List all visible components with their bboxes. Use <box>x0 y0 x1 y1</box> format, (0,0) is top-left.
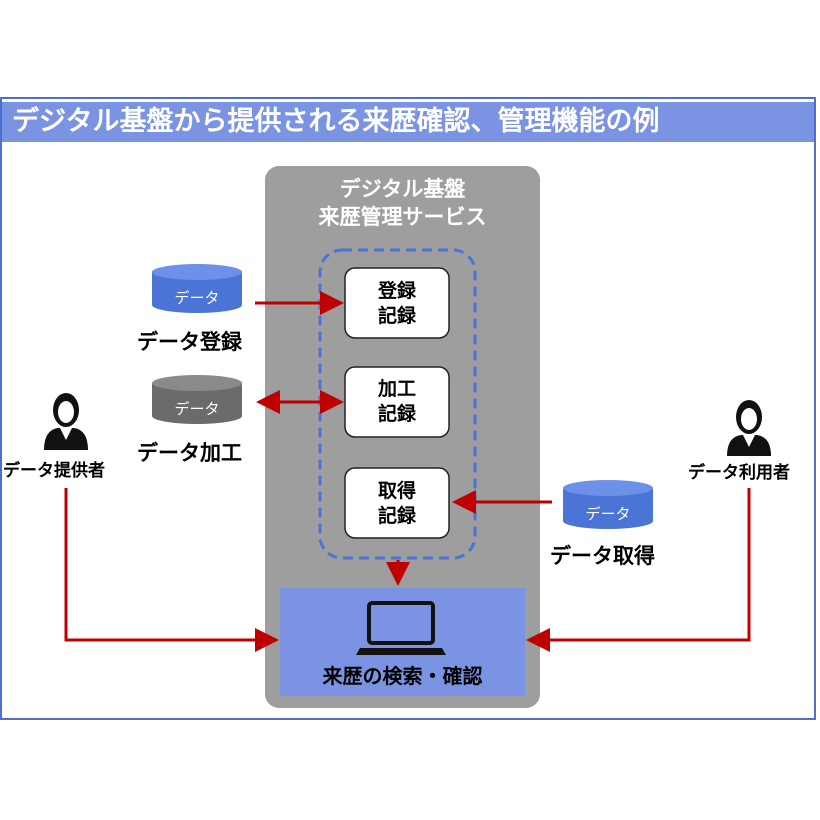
database-label-acquire: データ取得 <box>550 544 655 568</box>
database-text-process: データ <box>174 400 220 418</box>
database-label-process: データ加工 <box>137 441 242 465</box>
database-text-register: データ <box>174 289 220 307</box>
step-register-line2: 記録 <box>377 305 416 327</box>
title-bar <box>2 102 814 142</box>
arrow-user-to-search <box>526 488 751 652</box>
laptop-icon <box>356 601 446 655</box>
database-text-acquire: データ <box>585 505 631 523</box>
step-box-process <box>344 366 450 438</box>
service-panel-title-line2: 来歴管理サービス <box>318 205 487 229</box>
database-icon-acquire <box>563 480 653 529</box>
service-panel-title-line1: デジタル基盤 <box>339 177 466 201</box>
search-box-label: 来歴の検索・確認 <box>322 664 483 688</box>
step-box-register <box>344 267 450 339</box>
database-icon-process <box>152 375 242 424</box>
database-label-register: データ登録 <box>137 330 242 354</box>
provider-label: データ提供者 <box>3 461 105 481</box>
diagram-title: デジタル基盤から提供される来歴確認、管理機能の例 <box>12 106 660 137</box>
step-process-line2: 記録 <box>377 403 416 425</box>
arrow-provider-to-search <box>64 488 279 652</box>
user-label: データ利用者 <box>688 463 790 483</box>
provider-person-icon <box>44 393 88 450</box>
step-acquire-line2: 記録 <box>377 505 416 527</box>
step-process-line1: 加工 <box>377 378 416 400</box>
step-box-acquire <box>344 467 450 539</box>
user-person-icon <box>727 400 771 456</box>
step-acquire-line1: 取得 <box>377 480 416 502</box>
database-icon-register <box>152 264 242 313</box>
step-register-line1: 登録 <box>377 280 416 302</box>
diagram-frame <box>0 97 816 720</box>
